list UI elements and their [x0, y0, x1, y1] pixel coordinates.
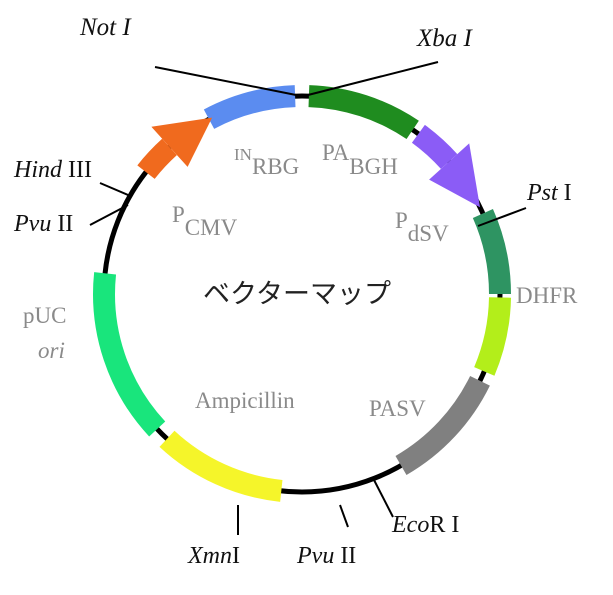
label-pvu2-bottom-roman: II — [334, 543, 356, 569]
label-pasv: PASV — [369, 396, 426, 421]
label-pdsv-main: P — [395, 208, 408, 233]
segment-dhfr — [472, 209, 511, 295]
label-pst1-roman: I — [558, 180, 572, 206]
arrowhead-p-cmv — [151, 117, 213, 167]
label-xmn1-roman: I — [232, 543, 240, 569]
label-pvu2-left: Pvu II — [13, 211, 73, 237]
label-xba1: Xba I — [416, 25, 474, 52]
label-hind3-roman: III — [62, 157, 92, 183]
label-pvu2-left-italic: Pvu — [13, 211, 51, 237]
label-pa-bgh: PABGH — [322, 140, 398, 179]
pvu2-left-pointer — [89, 204, 129, 226]
label-ori: ori — [38, 338, 65, 363]
arrowhead-p-dsv — [429, 143, 480, 208]
label-pdsv-sub: dSV — [408, 221, 449, 246]
label-dhfr: DHFR — [516, 283, 578, 308]
label-xmn1-italic: Xmn — [187, 543, 232, 569]
label-ecor1-italic: Eco — [391, 512, 429, 538]
label-in-sub: RBG — [252, 154, 299, 179]
label-pst1: Pst I — [526, 180, 572, 206]
label-ecor1-roman: R I — [429, 512, 459, 538]
label-hind3-italic: Hind — [13, 157, 63, 183]
segment-ampicillin — [159, 430, 283, 502]
label-in-rbg: INRBG — [234, 145, 299, 179]
label-pcmv-main: P — [172, 202, 185, 227]
label-p-dsv: PdSV — [395, 208, 449, 246]
segment-p-cmv — [137, 138, 178, 180]
segment-in-rbg — [203, 85, 296, 130]
map-title: ベクターマップ — [203, 279, 391, 310]
pvu2-bottom-pointer — [339, 504, 349, 528]
not1-pointer — [154, 66, 297, 96]
label-pvu2-bottom-italic: Pvu — [296, 543, 334, 569]
ecor1-pointer — [372, 477, 394, 518]
label-pvu2-bottom: Pvu II — [296, 543, 356, 569]
label-ampicillin: Ampicillin — [195, 388, 295, 413]
segment-pasv — [395, 375, 490, 476]
segment-p-dsv — [411, 124, 458, 170]
label-ecor1: EcoR I — [391, 512, 459, 538]
label-in-main: IN — [234, 145, 252, 164]
label-xmn1: XmnI — [187, 543, 240, 569]
label-not1: Not I — [79, 14, 132, 41]
label-hind3: Hind III — [13, 157, 92, 183]
label-pvu2-left-roman: II — [51, 211, 73, 237]
label-puc: pUC — [23, 303, 66, 328]
label-pcmv-sub: CMV — [185, 215, 238, 240]
label-p-cmv: PCMV — [172, 202, 238, 240]
pst1-pointer — [477, 207, 527, 227]
segment-puc-ori — [93, 272, 166, 437]
segment-dhfr-tail — [474, 297, 511, 376]
segment-pa-bgh — [308, 85, 419, 140]
label-pa-sub: BGH — [349, 154, 398, 179]
hind3-pointer — [99, 182, 129, 196]
xba1-pointer — [307, 61, 439, 96]
label-pst1-italic: Pst — [526, 180, 559, 206]
label-pa-main: PA — [322, 140, 350, 165]
